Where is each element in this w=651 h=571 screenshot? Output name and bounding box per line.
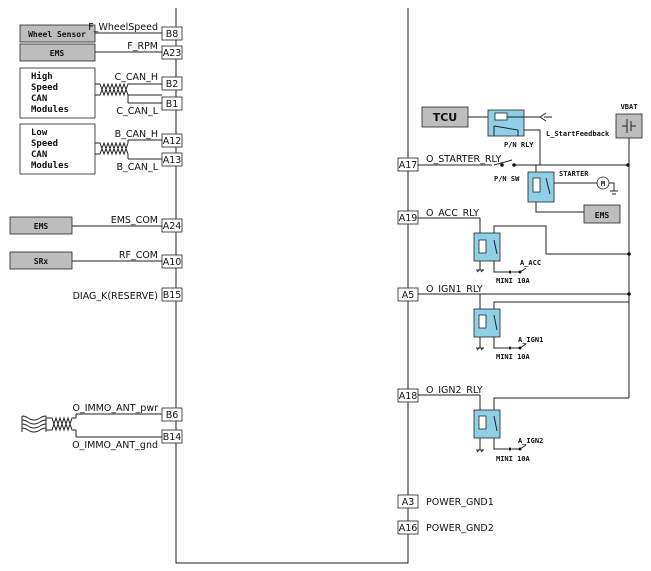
signal-immo-pwr: O_IMMO_ANT_pwr (72, 403, 158, 414)
pin-a18: A18 (399, 391, 418, 402)
start-feedback-label: L_StartFeedback (546, 130, 610, 138)
pin-a12: A12 (163, 136, 182, 147)
signal-power-gnd2: POWER_GND2 (426, 523, 494, 534)
starter-label: STARTER (559, 170, 589, 178)
signal-o-ign2-rly: O_IGN2_RLY (426, 385, 483, 396)
pin-a10: A10 (163, 257, 182, 268)
pin-a16-box (397, 520, 419, 535)
ign2-fuse-label: MINI 10A (496, 455, 531, 463)
pin-a13: A13 (163, 155, 182, 166)
ign1-fuse-label: MINI 10A (496, 353, 531, 361)
pn-sw-label: P/N SW (494, 175, 520, 183)
pin-b2: B2 (166, 79, 179, 90)
acc-fuse-label: MINI 10A (496, 277, 531, 285)
signal-diag-k: DIAG_K(RESERVE) (73, 291, 158, 302)
low-speed-can-box (19, 123, 96, 175)
signal-rf-com: RF_COM (119, 250, 158, 261)
pin-a23: A23 (163, 48, 182, 59)
pin-a23-box (161, 45, 183, 60)
pin-b2-box (161, 76, 183, 91)
signal-o-acc-rly: O_ACC_RLY (426, 208, 479, 219)
starter-relay (527, 171, 555, 203)
vbat-label: VBAT (621, 103, 638, 111)
pin-a24-box (161, 218, 183, 233)
twisted-pair-ls (95, 141, 129, 156)
hs-can-line2: Speed (31, 83, 58, 93)
pin-a3: A3 (402, 497, 415, 508)
pin-b8: B8 (166, 29, 179, 40)
pin-a12-box (161, 133, 183, 148)
pin-a10-box (161, 254, 183, 269)
immo-antenna-coil (21, 415, 47, 433)
signal-power-gnd1: POWER_GND1 (426, 497, 494, 508)
tcu-label: TCU (433, 111, 458, 124)
ls-can-line2: Speed (31, 139, 58, 149)
ems-com-label: EMS (34, 222, 49, 231)
pin-a3-box (397, 494, 419, 509)
pn-rly-label: P/N RLY (504, 141, 534, 149)
a-acc-label: A_ACC (520, 259, 541, 267)
motor-label: M (601, 180, 605, 188)
pin-b15-box (161, 287, 183, 302)
vbat-box (615, 113, 643, 139)
signal-b-can-h: B_CAN_H (115, 129, 158, 140)
hs-can-line1: High (31, 71, 53, 82)
ems-starter-box (583, 204, 621, 224)
pin-b14: B14 (163, 432, 182, 443)
signal-f-wheelspeed: F_WheelSpeed (88, 22, 158, 33)
wheel-sensor-label: Wheel Sensor (28, 30, 86, 39)
pin-a24: A24 (163, 221, 182, 232)
pin-a17: A17 (399, 160, 418, 171)
twisted-pair-hs (95, 82, 162, 97)
pin-b1: B1 (166, 99, 179, 110)
signal-o-starter-rly: O_STARTER_RLY (426, 154, 502, 165)
pin-a5: A5 (402, 290, 415, 301)
ls-can-line4: Modules (31, 161, 69, 171)
acc-relay (473, 232, 501, 262)
a-ign1-label: A_IGN1 (518, 336, 543, 344)
ems-rpm-label: EMS (50, 49, 65, 58)
high-speed-can-box (19, 67, 96, 119)
pin-b14-box (161, 429, 183, 444)
srx-label: SRx (34, 257, 49, 266)
ls-can-line3: CAN (31, 150, 47, 160)
pin-b15: B15 (163, 290, 182, 301)
pin-b8-box (161, 26, 183, 41)
signal-c-can-l: C_CAN_L (116, 106, 158, 117)
signal-ems-com: EMS_COM (111, 215, 158, 226)
pin-a19: A19 (399, 213, 418, 224)
signal-f-rpm: F_RPM (127, 41, 158, 52)
hs-can-line3: CAN (31, 94, 47, 104)
ls-can-line1: Low (31, 128, 48, 138)
signal-immo-gnd: O_IMMO_ANT_gnd (72, 440, 158, 451)
ecu-outline (175, 8, 409, 564)
signal-b-can-l: B_CAN_L (116, 162, 158, 173)
pin-b6-box (161, 407, 183, 422)
hs-can-line4: Modules (31, 105, 69, 115)
pn-sw-node (500, 163, 504, 167)
signal-c-can-h: C_CAN_H (114, 72, 158, 83)
pin-a13-box (161, 152, 183, 167)
twisted-pair-immo (46, 416, 76, 432)
a-ign2-label: A_IGN2 (518, 437, 543, 445)
pin-b6: B6 (166, 410, 179, 421)
pin-a16: A16 (399, 523, 418, 534)
pin-b1-box (161, 96, 183, 111)
ems-starter-label: EMS (595, 211, 610, 220)
signal-o-ign1-rly: O_IGN1_RLY (426, 284, 483, 295)
